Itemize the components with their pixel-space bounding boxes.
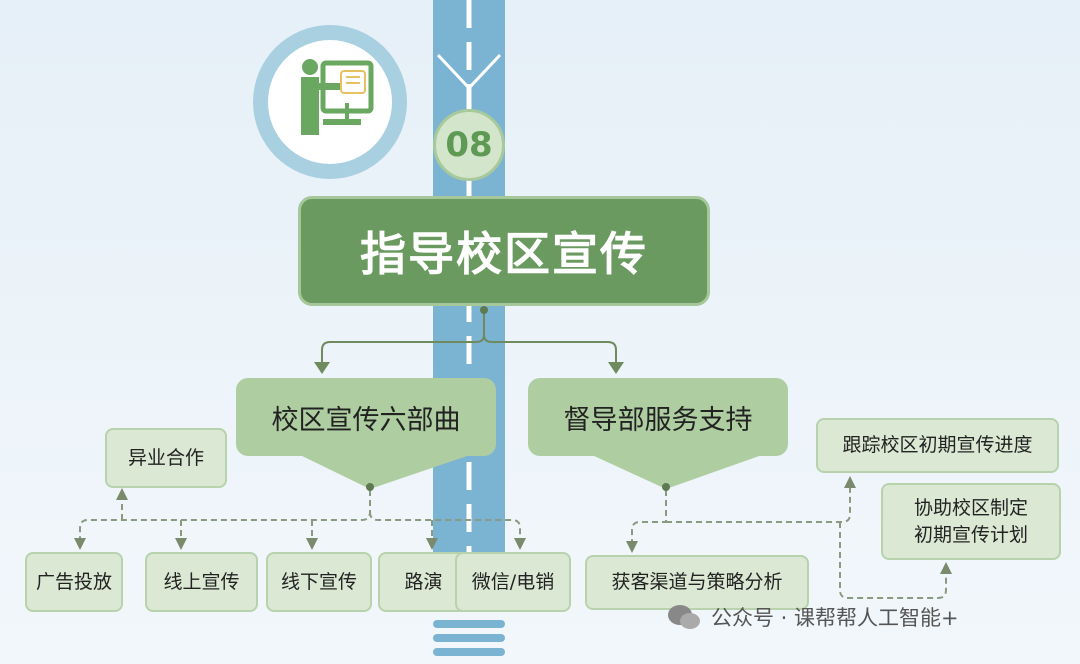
leaf-wechat-telesales: 微信/电销 bbox=[455, 552, 571, 612]
leaf-offline: 线下宣传 bbox=[266, 552, 372, 612]
leaf-roadshow: 路演 bbox=[378, 552, 469, 612]
presenter-icon bbox=[301, 59, 374, 135]
road-stripe bbox=[433, 620, 505, 628]
watermark: 公众号 · 课帮帮人工智能+ bbox=[667, 602, 959, 632]
leaf-track-progress: 跟踪校区初期宣传进度 bbox=[816, 418, 1059, 473]
branch-promotion-steps: 校区宣传六部曲 bbox=[236, 378, 496, 456]
leaf-online: 线上宣传 bbox=[145, 552, 258, 612]
road-stripe bbox=[433, 648, 505, 656]
branch-supervision-support: 督导部服务支持 bbox=[528, 378, 788, 456]
road-stripe bbox=[433, 634, 505, 642]
watermark-text: 公众号 · 课帮帮人工智能+ bbox=[711, 606, 959, 630]
leaf-cross-industry: 异业合作 bbox=[105, 428, 227, 488]
icon-badge bbox=[253, 25, 407, 179]
title-box: 指导校区宣传 bbox=[298, 196, 710, 306]
leaf-advertising: 广告投放 bbox=[25, 552, 123, 612]
step-number-badge: 08 bbox=[433, 109, 505, 181]
wechat-icon bbox=[668, 605, 700, 629]
leaf-channel-analysis: 获客渠道与策略分析 bbox=[585, 555, 809, 610]
leaf-assist-plan: 协助校区制定 初期宣传计划 bbox=[881, 483, 1061, 560]
